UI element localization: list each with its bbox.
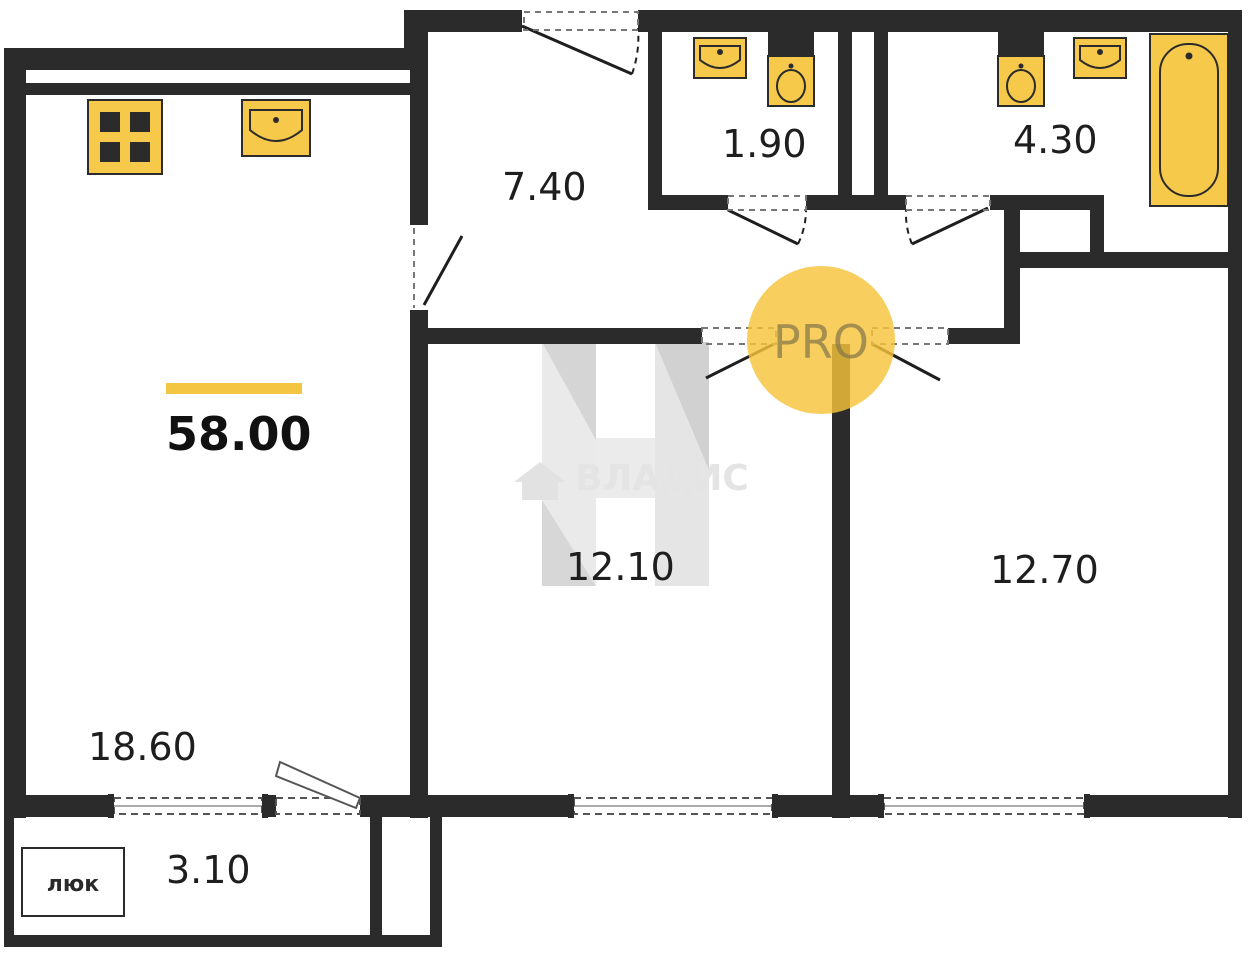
- watermark: ВЛАДИС: [514, 342, 749, 586]
- wall: [4, 48, 26, 818]
- wall: [404, 10, 522, 32]
- wall: [410, 310, 428, 818]
- fixtures: [87, 28, 1229, 207]
- door-opening: [727, 195, 807, 211]
- window-post: [878, 794, 884, 818]
- bathtub-icon: [1149, 33, 1229, 207]
- wall: [410, 60, 428, 225]
- wall: [4, 795, 114, 817]
- door-swing: [904, 209, 913, 245]
- wall: [806, 195, 906, 210]
- room-area-bedroom-1: 12.10: [566, 545, 675, 589]
- window-posts: [108, 794, 1090, 818]
- door-swing: [797, 209, 807, 245]
- room-area-wc: 1.90: [722, 122, 807, 166]
- entrance-door: [521, 24, 633, 76]
- watermark-logo-facet: [542, 500, 596, 586]
- wall: [4, 935, 442, 947]
- door-opening: [905, 195, 991, 211]
- hatch-label: люк: [47, 872, 100, 897]
- room-area-bathroom: 4.30: [1013, 118, 1098, 162]
- room-area-balcony: 3.10: [166, 848, 251, 892]
- watermark-text: ВЛАДИС: [575, 458, 749, 499]
- door-swing: [631, 27, 640, 75]
- wall: [4, 817, 14, 947]
- kitchen-door: [422, 235, 464, 306]
- room-area-bedroom-2: 12.70: [990, 548, 1099, 592]
- pro-badge: [747, 266, 895, 414]
- wall: [948, 328, 1020, 344]
- watermark-house-icon: [514, 462, 566, 500]
- hatch-box: [21, 847, 125, 917]
- pro-badge-text: PRO: [773, 315, 869, 369]
- wall: [874, 10, 888, 210]
- window-post: [108, 794, 114, 818]
- bathroom-sink-icon: [1073, 37, 1127, 79]
- bathroom-door: [911, 206, 989, 246]
- window-post: [262, 794, 268, 818]
- balcony-door-leaf: [274, 760, 362, 810]
- wall: [1228, 10, 1242, 818]
- watermark-logo-bar: [596, 438, 655, 498]
- wc-sink-icon: [693, 37, 747, 79]
- wall: [370, 817, 382, 947]
- wall: [1084, 795, 1242, 817]
- wall: [428, 328, 702, 344]
- windows: [113, 797, 1085, 815]
- room-area-kitchen: 18.60: [88, 725, 197, 769]
- wall: [26, 83, 414, 95]
- wall: [4, 48, 428, 70]
- room-area-hall: 7.40: [502, 165, 587, 209]
- wall: [638, 10, 1242, 32]
- stove-icon: [87, 99, 163, 175]
- watermark-logo-left: [542, 342, 596, 586]
- wall: [648, 195, 728, 210]
- window-post: [1084, 794, 1090, 818]
- door-opening: [523, 11, 639, 31]
- watermark-logo-right: [655, 342, 709, 586]
- wall: [772, 795, 884, 817]
- walls: [4, 10, 1242, 947]
- window-post: [568, 794, 574, 818]
- wc-door: [727, 208, 799, 246]
- wall: [430, 817, 442, 947]
- balcony-door-frame: [275, 797, 361, 815]
- wall: [1004, 195, 1020, 343]
- wall: [360, 795, 574, 817]
- toilet-icon: [767, 28, 815, 107]
- wall: [648, 10, 662, 210]
- wall: [1020, 252, 1228, 268]
- window-post: [772, 794, 778, 818]
- wall: [838, 10, 852, 210]
- kitchen-sink-icon: [241, 99, 311, 157]
- toilet-icon: [997, 28, 1045, 107]
- watermark-logo-facet: [655, 342, 709, 470]
- total-area: 58.00: [166, 407, 312, 461]
- watermark-logo-facet: [542, 342, 596, 440]
- wall: [832, 344, 850, 818]
- wall: [1090, 195, 1104, 255]
- total-area-accent-bar: [166, 383, 302, 394]
